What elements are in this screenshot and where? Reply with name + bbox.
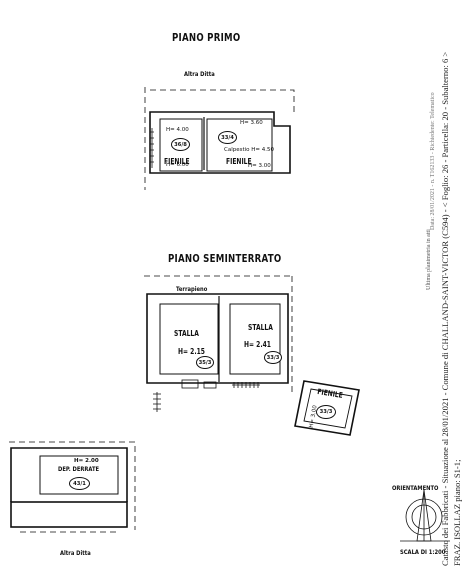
- room2-height-bottom: H= 3.00: [248, 163, 271, 169]
- dep-derrate-outline: [10, 501, 128, 528]
- dep-derrate-bottom-label: Altra Ditta: [60, 549, 91, 557]
- stalla1-height: H= 2.15: [178, 347, 205, 356]
- piano-primo-outline: [149, 111, 291, 174]
- piano-seminterrato-title: PIANO SEMINTERRATO: [168, 253, 282, 265]
- margin-data-text: Data: 28/01/2021 - n. T162133 - Richiede…: [430, 92, 436, 230]
- orientamento-label: ORIENTAMENTO: [392, 484, 439, 492]
- piano-primo-top-label: Altra Ditta: [184, 70, 215, 78]
- room1-height: H= 4.00: [166, 127, 189, 133]
- dep-derrate-sub-badge: 43/1: [69, 477, 90, 490]
- stalla1-name: STALLA: [174, 329, 199, 338]
- margin-catasto-text: Catasto dei Fabbricati - Situazione al 2…: [440, 51, 450, 566]
- dep-derrate-height: H= 2.00: [74, 458, 99, 464]
- room1-height-bottom: H= 6.00: [166, 162, 189, 168]
- stalla2-height: H= 2.41: [244, 340, 271, 349]
- margin-address-text: FRAZ. ISOLLAZ piano: S1-1;: [452, 459, 462, 566]
- dep-derrate-name: DEP. DERRATE: [58, 465, 100, 473]
- room2-calpestio: Calpestio H= 4.50: [224, 147, 275, 153]
- stalla2-name: STALLA: [248, 323, 273, 332]
- north-arrow: [400, 489, 450, 542]
- scala-label: SCALA DI 1:200: [400, 548, 446, 556]
- piano-seminterrato-top-label: Terrapieno: [176, 285, 208, 293]
- room2-name: FIENILE: [226, 157, 252, 166]
- piano-primo-title: PIANO PRIMO: [172, 32, 241, 44]
- room2-sub-badge: 33/4: [218, 131, 237, 144]
- stalla2-sub-badge: 33/3: [264, 351, 282, 364]
- fienile-detached-sub-badge: 33/3: [316, 405, 336, 419]
- room2-height: H= 3.60: [240, 120, 263, 126]
- fienile-detached-outline: [294, 380, 360, 436]
- room1-name: FIENILE: [164, 157, 190, 166]
- piano-seminterrato-outline: [146, 293, 289, 384]
- stalla1-sub-badge: 35/3: [196, 356, 214, 369]
- room1-sub-badge: 36/8: [171, 138, 190, 151]
- margin-small-text: Ultima planimetria in atti: [426, 229, 432, 290]
